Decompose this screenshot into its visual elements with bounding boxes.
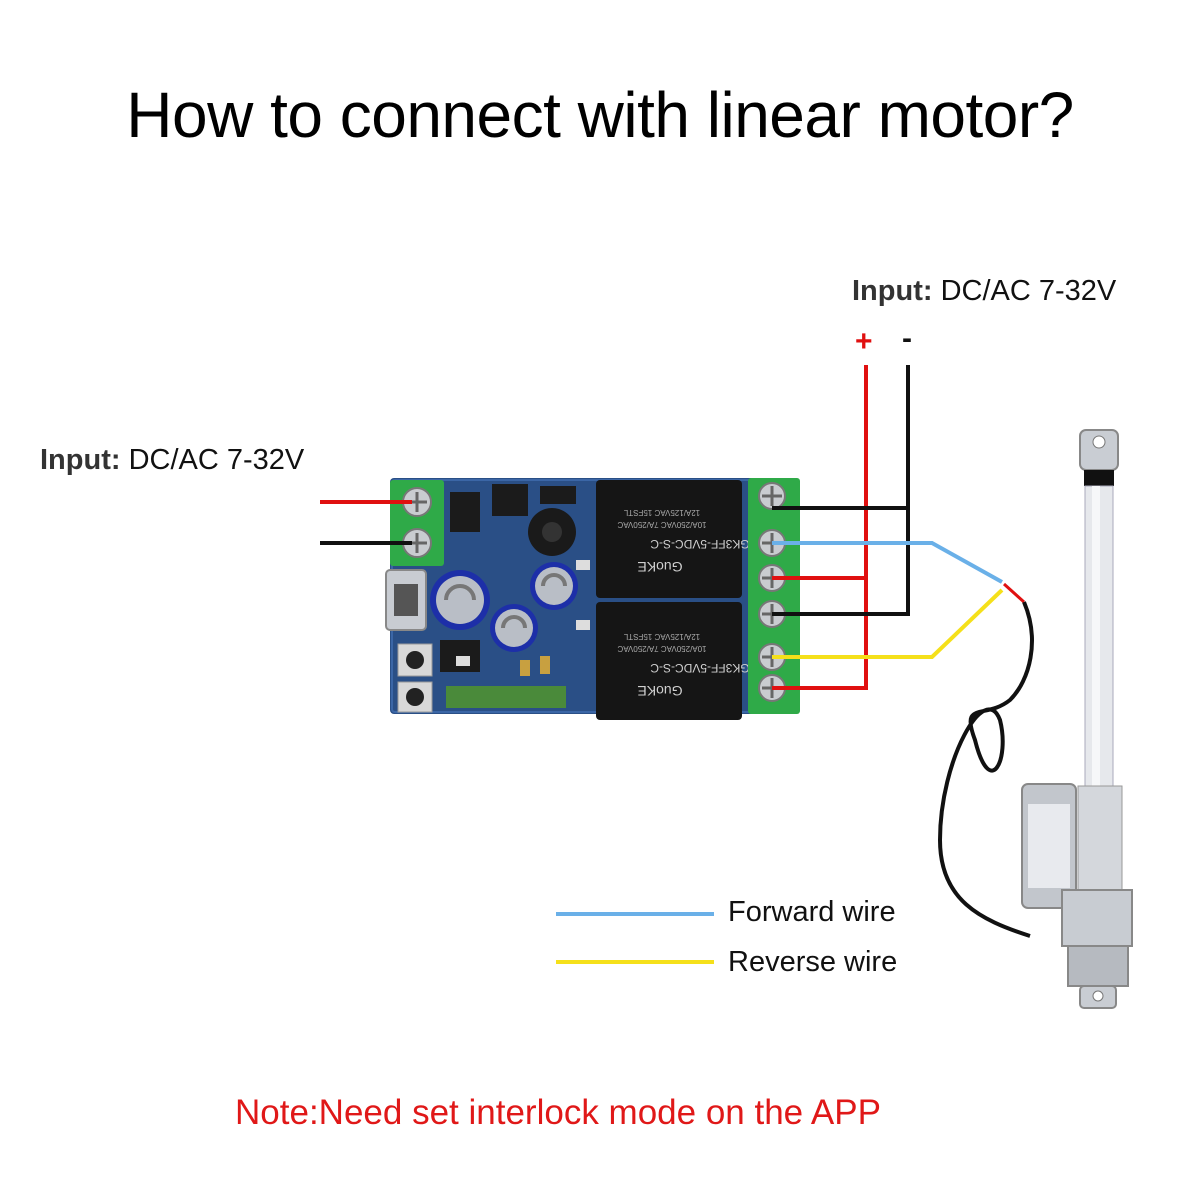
capacitor (430, 570, 490, 630)
chip (450, 492, 480, 532)
relay-rating-text: 10A/250VAC 7A/250VAC (617, 520, 706, 529)
linear-actuator-icon (1021, 429, 1133, 1009)
input-value-right: DC/AC 7-32V (940, 275, 1117, 307)
capacitor (490, 604, 538, 652)
screw-slot (762, 486, 782, 506)
rf-module (446, 686, 566, 708)
capacitor (530, 562, 578, 610)
forward-wire (772, 541, 1003, 584)
relay-rating-text: 10A/250VAC 7A/250VAC (617, 644, 706, 653)
relay-model-text: GK3FF-5VDC-S-C (650, 661, 750, 675)
chip (492, 484, 528, 516)
supply-positive-wire (772, 365, 868, 690)
reverse-wire (772, 588, 1004, 659)
positive-sign: + (855, 325, 873, 358)
legend-reverse-label: Reverse wire (728, 946, 898, 978)
legend-forward-label: Forward wire (728, 896, 896, 928)
note-text: Note:Need set interlock mode on the APP (235, 1093, 881, 1132)
input-key-right: Input: (852, 275, 933, 307)
relay-brand-text: GuoKE (637, 559, 682, 575)
input-key-left: Input: (40, 444, 121, 476)
relay-bottom: GK3FF-5VDC-S-C GuoKE 10A/250VAC 7A/250VA… (596, 602, 750, 720)
relay-model-text: GK3FF-5VDC-S-C (650, 537, 750, 551)
input-label-left: Input: DC/AC 7-32V (40, 444, 304, 477)
relay-rating-text: 12A/125VAC 15FSTL (623, 632, 700, 641)
actuator-cable (937, 601, 1034, 938)
relay-board: GK3FF-5VDC-S-C GuoKE 10A/250VAC 7A/250VA… (385, 478, 800, 720)
page-title: How to connect with linear motor? (126, 79, 1074, 151)
supply-negative-wire (772, 365, 910, 616)
input-value-left: DC/AC 7-32V (128, 444, 305, 476)
relay-top: GK3FF-5VDC-S-C GuoKE 10A/250VAC 7A/250VA… (596, 480, 750, 598)
wires (320, 365, 1026, 690)
input-label-right: Input: DC/AC 7-32V (852, 275, 1116, 308)
negative-sign: - (902, 322, 912, 355)
relay-brand-text: GuoKE (637, 683, 682, 699)
relay-rating-text: 12A/125VAC 15FSTL (623, 508, 700, 517)
